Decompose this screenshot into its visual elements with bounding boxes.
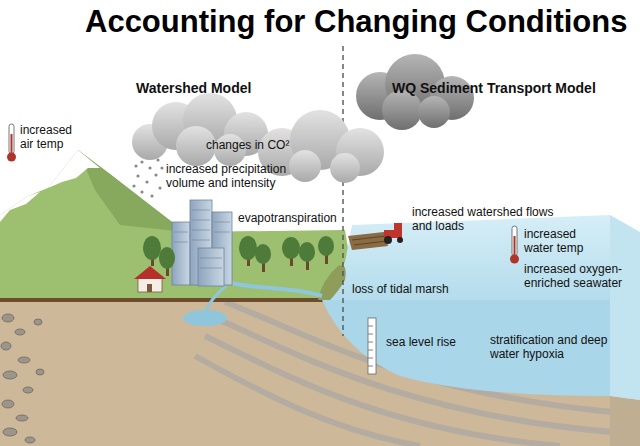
- title: Accounting for Changing Conditions: [85, 4, 627, 40]
- tide-gauge: [368, 318, 376, 374]
- trees: [143, 236, 334, 276]
- tractor: [348, 223, 403, 250]
- callout-label: increased air temp: [20, 124, 84, 152]
- callout-label: changes in CO²: [206, 139, 326, 153]
- precipitation: [132, 158, 163, 197]
- cloud: [132, 93, 268, 166]
- water-face: [322, 300, 610, 396]
- rocks: [1, 314, 44, 443]
- ground-face: [0, 300, 612, 446]
- city: [172, 200, 232, 286]
- pond: [183, 310, 227, 326]
- house: [134, 266, 166, 292]
- divider: [342, 46, 343, 336]
- section-heading: Watershed Model: [136, 80, 296, 96]
- thermometer: [7, 124, 16, 162]
- thermometer: [510, 226, 519, 264]
- callout-label: increased oxygen-enriched seawater: [524, 263, 624, 291]
- callout-label: evapotranspiration: [238, 212, 358, 226]
- section-heading: WQ Sediment Transport Model: [392, 80, 612, 96]
- snow-cap: [48, 150, 100, 188]
- callout-label: sea level rise: [386, 336, 486, 350]
- callout-label: increased water temp: [524, 228, 594, 256]
- callout-label: stratification and deep water hypoxia: [490, 334, 608, 362]
- callout-label: increased precipitation volume and inten…: [166, 163, 316, 191]
- river: [232, 283, 322, 296]
- callout-label: loss of tidal marsh: [352, 283, 472, 297]
